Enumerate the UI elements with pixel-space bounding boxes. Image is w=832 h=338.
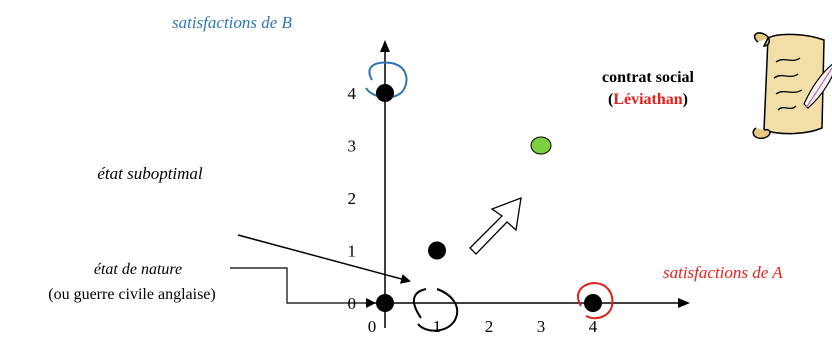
x-axis-title: satisfactions de A — [663, 263, 783, 282]
data-point — [377, 295, 394, 312]
x-tick-label: 4 — [589, 317, 598, 333]
scroll-with-quill-icon — [753, 33, 832, 138]
hollow-progress-arrow — [470, 198, 521, 254]
suboptimal-label: état suboptimal — [97, 164, 203, 183]
data-point — [429, 242, 446, 259]
suboptimal-pointer-arrow — [238, 235, 409, 281]
y-tick-label: 3 — [348, 137, 357, 156]
contract-title: contrat social — [602, 69, 695, 86]
data-point — [585, 295, 602, 312]
y-tick-label: 1 — [348, 242, 357, 261]
nature-label: état de nature — [94, 261, 182, 278]
y-axis-arrowhead — [380, 40, 390, 52]
x-axis-arrowhead — [678, 298, 690, 308]
data-point — [531, 137, 551, 154]
data-points — [377, 85, 602, 312]
contract-subtitle: (Léviathan) — [608, 91, 688, 108]
y-tick-label: 2 — [348, 189, 357, 208]
y-tick-label: 4 — [348, 84, 357, 103]
leviathan-label: Léviathan — [613, 91, 682, 108]
contract-paren-close: ) — [683, 91, 688, 108]
x-tick-label: 0 — [368, 317, 377, 333]
data-point — [377, 85, 394, 102]
x-tick-label: 2 — [485, 317, 494, 333]
x-tick-label: 3 — [537, 317, 546, 333]
nature-sublabel: (ou guerre civile anglaise) — [48, 286, 215, 303]
y-axis-title: satisfactions de B — [172, 13, 293, 32]
nature-pointer-arrowhead — [366, 298, 376, 308]
